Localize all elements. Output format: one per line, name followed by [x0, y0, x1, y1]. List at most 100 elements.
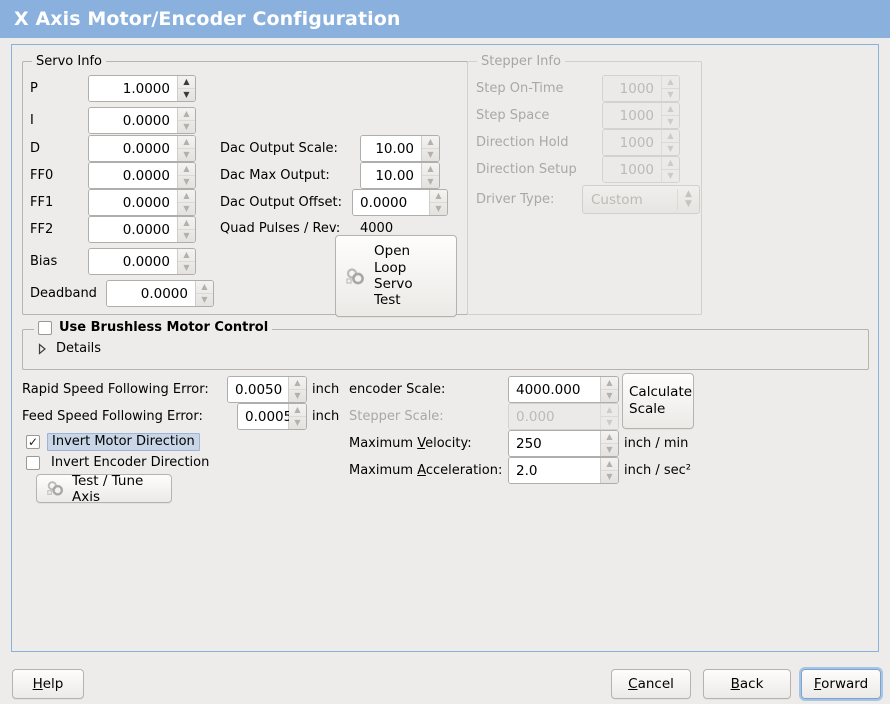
rapid-following-error-input[interactable]: 0.0050 ▲▼ — [227, 376, 307, 403]
spin-up-icon[interactable]: ▲ — [178, 190, 195, 203]
servo-label-p: P — [30, 81, 38, 96]
spin-up-icon[interactable]: ▲ — [289, 404, 306, 417]
spin-up-icon[interactable]: ▲ — [178, 136, 195, 149]
spin-down-icon[interactable]: ▼ — [606, 472, 613, 481]
spin-up-icon[interactable]: ▲ — [178, 108, 195, 121]
maximum-acceleration-input[interactable]: 2.0 ▲▼ — [508, 457, 619, 484]
servo-input-ff2-steppers[interactable]: ▲▼ — [178, 217, 195, 242]
spin-down-icon[interactable]: ▼ — [183, 150, 190, 159]
spin-down-icon[interactable]: ▼ — [183, 204, 190, 213]
maximum-acceleration-steppers[interactable]: ▲▼ — [601, 458, 618, 483]
step-on-time-input: 1000 ▲▼ — [602, 75, 680, 102]
servo-input-deadband[interactable]: 0.0000 ▲▼ — [106, 280, 214, 307]
spin-down-icon[interactable]: ▼ — [201, 295, 208, 304]
dac-max-output-steppers[interactable]: ▲▼ — [422, 163, 439, 188]
dac-output-scale-input[interactable]: 10.00 ▲▼ — [360, 135, 440, 162]
invert-encoder-direction-checkbox[interactable] — [26, 455, 40, 470]
spin-down-icon[interactable]: ▼ — [183, 263, 190, 272]
back-button[interactable]: Back — [703, 669, 791, 699]
encoder-scale-input[interactable]: 4000.000 ▲▼ — [508, 376, 619, 403]
stepper-scale-row: Stepper Scale: 0.000 ▲▼ — [349, 403, 619, 430]
test-tune-axis-button[interactable]: Test / Tune Axis — [36, 473, 172, 505]
spin-down-icon[interactable]: ▼ — [606, 391, 613, 400]
spin-down-icon[interactable]: ▼ — [294, 391, 301, 400]
servo-input-d-steppers[interactable]: ▲▼ — [178, 136, 195, 161]
encoder-scale-steppers[interactable]: ▲▼ — [601, 377, 618, 402]
dac-output-scale-row: Dac Output Scale: 10.00 ▲▼ — [220, 135, 440, 162]
servo-input-p[interactable]: 1.0000 ▲▼ — [88, 75, 196, 102]
spin-down-icon[interactable]: ▼ — [183, 122, 190, 131]
dac-output-scale-steppers[interactable]: ▲▼ — [422, 136, 439, 161]
invert-motor-direction-row[interactable]: ✓ Invert Motor Direction — [26, 433, 200, 451]
servo-input-bias-value: 0.0000 — [89, 249, 178, 274]
help-button-label: Help — [32, 676, 64, 692]
servo-input-deadband-steppers[interactable]: ▲▼ — [196, 281, 213, 306]
maximum-velocity-value: 250 — [509, 431, 601, 456]
spin-up-icon[interactable]: ▲ — [601, 458, 618, 471]
servo-input-ff1-steppers[interactable]: ▲▼ — [178, 190, 195, 215]
invert-motor-direction-checkbox[interactable]: ✓ — [26, 435, 40, 449]
window-header: X Axis Motor/Encoder Configuration — [0, 0, 890, 38]
spin-up-icon[interactable]: ▲ — [430, 190, 447, 203]
brushless-checkbox-row[interactable]: Use Brushless Motor Control — [34, 320, 273, 335]
cancel-button[interactable]: Cancel — [611, 669, 691, 699]
servo-row-ff0: FF0 0.0000 ▲▼ — [30, 162, 220, 189]
spin-up-icon[interactable]: ▲ — [601, 431, 618, 444]
spin-down-icon[interactable]: ▼ — [183, 90, 190, 99]
servo-input-p-steppers[interactable]: ▲▼ — [178, 76, 195, 101]
maximum-velocity-steppers[interactable]: ▲▼ — [601, 431, 618, 456]
calculate-scale-line-1: Calculate — [629, 384, 693, 401]
encoder-scale-value: 4000.000 — [509, 377, 601, 402]
rapid-following-error-value: 0.0050 — [228, 377, 289, 402]
spin-down-icon[interactable]: ▼ — [294, 418, 301, 427]
stepper-info-legend: Stepper Info — [477, 54, 565, 69]
stepper-scale-label: Stepper Scale: — [349, 409, 444, 424]
spin-up-icon[interactable]: ▲ — [289, 377, 306, 390]
servo-input-ff0[interactable]: 0.0000 ▲▼ — [88, 162, 196, 189]
step-on-time-steppers: ▲▼ — [662, 76, 679, 101]
spin-down-icon[interactable]: ▼ — [183, 231, 190, 240]
spin-down-icon[interactable]: ▼ — [427, 150, 434, 159]
forward-button[interactable]: Forward — [801, 669, 881, 699]
details-expander[interactable]: Details — [36, 341, 101, 356]
back-button-label: Back — [730, 676, 764, 692]
servo-input-ff2[interactable]: 0.0000 ▲▼ — [88, 216, 196, 243]
servo-input-ff0-steppers[interactable]: ▲▼ — [178, 163, 195, 188]
spin-down-icon[interactable]: ▼ — [435, 204, 442, 213]
feed-following-error-steppers[interactable]: ▲▼ — [289, 404, 306, 429]
encoder-scale-row: encoder Scale: 4000.000 ▲▼ — [349, 376, 619, 403]
spin-down-icon: ▼ — [667, 171, 674, 180]
servo-input-ff1[interactable]: 0.0000 ▲▼ — [88, 189, 196, 216]
servo-input-bias-steppers[interactable]: ▲▼ — [178, 249, 195, 274]
rapid-following-error-steppers[interactable]: ▲▼ — [289, 377, 306, 402]
dac-max-output-input[interactable]: 10.00 ▲▼ — [360, 162, 440, 189]
spin-down-icon[interactable]: ▼ — [606, 445, 613, 454]
servo-input-i-steppers[interactable]: ▲▼ — [178, 108, 195, 133]
calculate-scale-button[interactable]: Calculate Scale — [622, 373, 694, 429]
spin-up-icon[interactable]: ▲ — [422, 136, 439, 149]
spin-up-icon[interactable]: ▲ — [601, 377, 618, 390]
dac-output-offset-input[interactable]: 0.0000 ▲▼ — [352, 189, 448, 216]
invert-encoder-direction-row[interactable]: Invert Encoder Direction — [26, 455, 209, 470]
servo-input-d[interactable]: 0.0000 ▲▼ — [88, 135, 196, 162]
dac-output-offset-steppers[interactable]: ▲▼ — [430, 190, 447, 215]
spin-down-icon[interactable]: ▼ — [183, 177, 190, 186]
servo-input-i[interactable]: 0.0000 ▲▼ — [88, 107, 196, 134]
feed-following-error-input[interactable]: 0.0005 ▲▼ — [237, 403, 307, 430]
chevron-right-icon[interactable] — [36, 342, 48, 355]
quad-pulses-value: 4000 — [360, 221, 394, 236]
open-loop-servo-test-button[interactable]: Open Loop Servo Test — [335, 235, 457, 317]
maximum-velocity-input[interactable]: 250 ▲▼ — [508, 430, 619, 457]
spin-up-icon[interactable]: ▲ — [178, 163, 195, 176]
spin-up-icon[interactable]: ▲ — [178, 217, 195, 230]
encoder-scale-label: encoder Scale: — [349, 382, 446, 397]
spin-up-icon[interactable]: ▲ — [196, 281, 213, 294]
help-button[interactable]: Help — [12, 669, 84, 699]
servo-input-bias[interactable]: 0.0000 ▲▼ — [88, 248, 196, 275]
servo-label-ff0: FF0 — [30, 168, 54, 183]
spin-up-icon[interactable]: ▲ — [178, 249, 195, 262]
spin-down-icon[interactable]: ▼ — [427, 177, 434, 186]
spin-up-icon[interactable]: ▲ — [178, 76, 195, 89]
spin-up-icon[interactable]: ▲ — [422, 163, 439, 176]
use-brushless-motor-control-checkbox[interactable] — [38, 320, 52, 335]
